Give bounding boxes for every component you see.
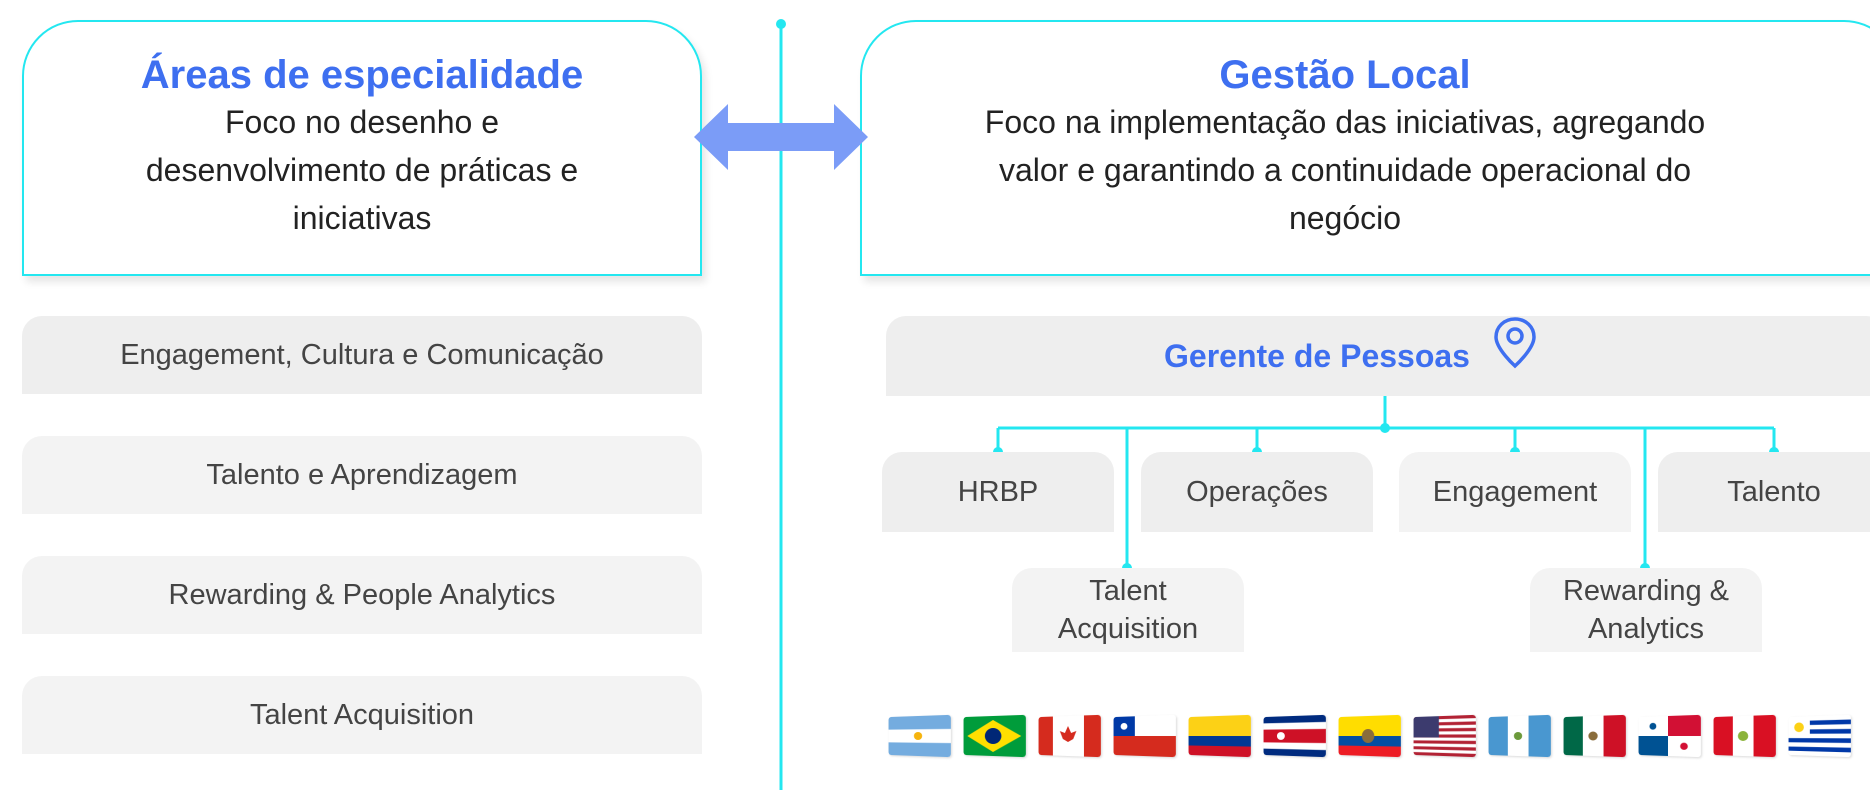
- brazil-flag-icon: [963, 714, 1026, 758]
- role-talento: Talento: [1658, 452, 1870, 532]
- expertise-item-talent-acquisition: Talent Acquisition: [22, 676, 702, 754]
- expertise-item-label: Engagement, Cultura e Comunicação: [120, 339, 604, 371]
- role-engagement: Engagement: [1399, 452, 1631, 532]
- location-pin-icon: [1494, 317, 1536, 369]
- role-label: HRBP: [957, 476, 1039, 508]
- role-label-line-1: Talent: [1089, 575, 1167, 607]
- expertise-item-label: Rewarding & People Analytics: [168, 579, 556, 611]
- role-label: Talento: [1727, 476, 1821, 508]
- local-management-title: Gestão Local: [1219, 53, 1471, 97]
- role-operacoes: Operações: [1141, 452, 1373, 532]
- role-talent-acquisition: Talent Acquisition: [1012, 568, 1244, 652]
- people-manager-label: Gerente de Pessoas: [1164, 338, 1470, 374]
- role-hrbp: HRBP: [882, 452, 1114, 532]
- expertise-title: Áreas de especialidade: [140, 53, 584, 97]
- canada-flag-icon: [1038, 714, 1101, 758]
- peru-flag-icon: [1713, 714, 1776, 758]
- expertise-item-label: Talent Acquisition: [249, 699, 475, 731]
- local-management-desc-line-2: valor e garantindo a continuidade operac…: [998, 152, 1692, 188]
- role-label: Engagement: [1432, 476, 1598, 508]
- expertise-item-engagement: Engagement, Cultura e Comunicação: [22, 316, 702, 394]
- local-management-header-box: Gestão Local Foco na implementação das i…: [860, 20, 1870, 276]
- role-label-line-1: Rewarding &: [1562, 575, 1730, 607]
- role-label: Operações: [1186, 476, 1328, 508]
- expertise-item-rewarding: Rewarding & People Analytics: [22, 556, 702, 634]
- expertise-item-talent-learning: Talento e Aprendizagem: [22, 436, 702, 514]
- people-manager-box: Gerente de Pessoas: [886, 316, 1870, 396]
- expertise-desc-line-1: Foco no desenho e: [225, 104, 499, 140]
- expertise-desc-line-2: desenvolvimento de práticas e: [145, 152, 579, 188]
- local-management-desc-line-3: negócio: [1288, 200, 1402, 236]
- expertise-header-box: Áreas de especialidade Foco no desenho e…: [22, 20, 702, 276]
- ecuador-flag-icon: [1338, 714, 1401, 758]
- guatemala-flag-icon: [1488, 714, 1551, 758]
- expertise-item-label: Talento e Aprendizagem: [206, 459, 518, 491]
- argentina-flag-icon: [888, 714, 951, 758]
- uruguay-flag-icon: [1788, 714, 1851, 758]
- local-management-desc-line-1: Foco na implementação das iniciativas, a…: [984, 104, 1706, 140]
- panama-flag-icon: [1638, 714, 1701, 758]
- usa-flag-icon: [1413, 714, 1476, 758]
- costa-rica-flag-icon: [1263, 714, 1326, 758]
- mexico-flag-icon: [1563, 714, 1626, 758]
- role-label-line-2: Acquisition: [1057, 613, 1199, 645]
- role-label-line-2: Analytics: [1587, 613, 1705, 645]
- colombia-flag-icon: [1188, 714, 1251, 758]
- double-arrow-icon: [694, 104, 868, 170]
- expertise-desc-line-3: iniciativas: [292, 200, 432, 236]
- chile-flag-icon: [1113, 714, 1176, 758]
- role-rewarding-analytics: Rewarding & Analytics: [1530, 568, 1762, 652]
